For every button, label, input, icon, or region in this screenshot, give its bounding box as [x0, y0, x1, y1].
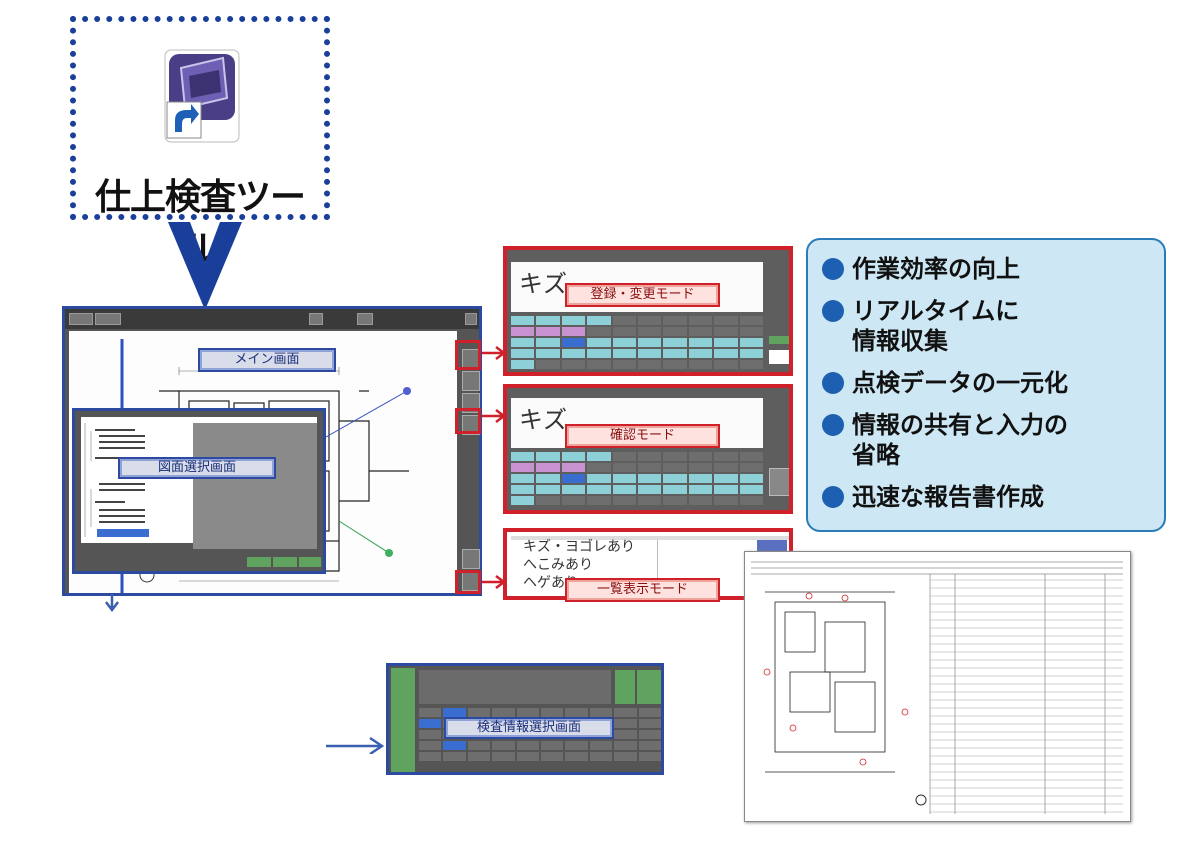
confirm-highlight: [455, 408, 481, 434]
benefit-item: 迅速な報告書作成: [822, 482, 1044, 512]
inspection-report-sheet: [744, 551, 1131, 822]
inspection-select-window: [386, 663, 664, 775]
benefits-panel: 作業効率の向上 リアルタイムに 情報収集 点検データの一元化 情報の共有と入力の…: [806, 238, 1166, 532]
select-button[interactable]: [299, 557, 321, 567]
toolbar-button[interactable]: [465, 313, 477, 325]
register-mode-window: キズ: [503, 246, 793, 376]
down-arrow-icon: [168, 222, 242, 310]
confirm-mode-window: キズ: [503, 384, 793, 514]
value-field[interactable]: [769, 350, 789, 364]
inspection-select-label: 検査情報選択画面: [444, 717, 614, 739]
select-button[interactable]: [247, 557, 271, 567]
flow-connector: [326, 736, 385, 754]
toolbar-button[interactable]: [357, 313, 373, 325]
register-cell-grid[interactable]: [511, 316, 763, 369]
drawing-tree[interactable]: [81, 417, 199, 543]
list-header: [511, 536, 789, 540]
side-button[interactable]: [462, 549, 480, 569]
bullet-icon: [822, 258, 844, 280]
down-arrow-icon: [105, 594, 119, 612]
drawing-select-label: 図面選択画面: [118, 457, 276, 479]
bullet-icon: [822, 414, 844, 436]
confirm-mode-label: 確認モード: [565, 424, 720, 448]
list-highlight: [455, 570, 481, 594]
handwriting-text: キズ: [519, 406, 567, 434]
confirm-side-panel[interactable]: [769, 468, 789, 496]
confirm-cell-grid[interactable]: [511, 452, 763, 505]
benefit-item: 情報の共有と入力の: [822, 410, 1068, 440]
bullet-icon: [822, 486, 844, 508]
ok-button[interactable]: [615, 670, 635, 704]
cancel-button[interactable]: [637, 670, 661, 704]
register-highlight: [455, 340, 481, 370]
bullet-icon: [822, 300, 844, 322]
benefit-item: 作業効率の向上: [822, 254, 1020, 284]
benefit-item-cont: 情報収集: [852, 327, 948, 355]
list-row-text: へこみあり: [523, 557, 593, 573]
list-mode-label: 一覧表示モード: [565, 578, 720, 602]
category-column[interactable]: [391, 668, 415, 772]
app-shortcut-icon[interactable]: [163, 48, 241, 144]
drawing-select-window: [72, 408, 326, 574]
toolbar-button[interactable]: [95, 313, 121, 325]
drawing-preview: [193, 417, 317, 549]
main-toolbar: [65, 309, 479, 329]
bullet-icon: [822, 372, 844, 394]
benefit-item: リアルタイムに: [822, 296, 1019, 326]
toolbar-button[interactable]: [309, 313, 323, 325]
handwriting-text: キズ: [519, 270, 567, 298]
benefit-item-cont: 省略: [852, 441, 900, 469]
toolbar-button[interactable]: [69, 313, 93, 325]
tree-lines: [84, 423, 149, 537]
select-button[interactable]: [273, 557, 297, 567]
side-button[interactable]: [462, 371, 480, 391]
register-mode-label: 登録・変更モード: [565, 283, 720, 307]
ok-button[interactable]: [769, 336, 789, 344]
list-row-text: キズ・ヨゴレあり: [523, 539, 635, 555]
list-select-button[interactable]: [757, 540, 787, 552]
main-screen-label: メイン画面: [198, 348, 336, 372]
inspection-header: [419, 670, 611, 704]
benefit-item: 点検データの一元化: [822, 368, 1068, 398]
